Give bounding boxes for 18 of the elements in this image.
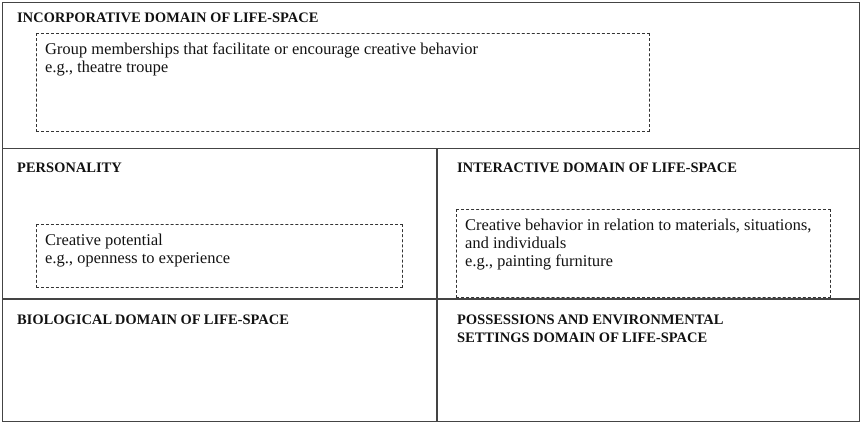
domain-heading: PERSONALITY — [17, 159, 122, 177]
domain-cell — [2, 148, 438, 300]
domain-cell — [2, 298, 438, 422]
domain-cell — [2, 2, 860, 149]
dashed-box — [36, 224, 403, 288]
domain-cell — [436, 298, 860, 422]
description-text: e.g., theatre troupe — [45, 58, 168, 76]
domain-cell — [436, 148, 860, 300]
description-text: e.g., openness to experience — [45, 249, 232, 267]
domain-heading: INTERACTIVE DOMAIN OF LIFE-SPACE — [457, 159, 737, 177]
description-text: Group memberships that facilitate or encourage creative behavior — [45, 40, 479, 58]
dashed-box — [456, 209, 831, 298]
description-text: Creative potential — [45, 231, 164, 249]
domain-heading: BIOLOGICAL DOMAIN OF LIFE-SPACE — [17, 311, 289, 329]
dashed-box — [36, 33, 650, 132]
domain-heading: INCORPORATIVE DOMAIN OF LIFE-SPACE — [17, 9, 318, 27]
description-text: e.g., painting furniture — [465, 252, 614, 270]
domain-heading: POSSESSIONS AND ENVIRONMENTAL SETTINGS DOMAIN OF LIFE-SPACE — [457, 311, 724, 347]
